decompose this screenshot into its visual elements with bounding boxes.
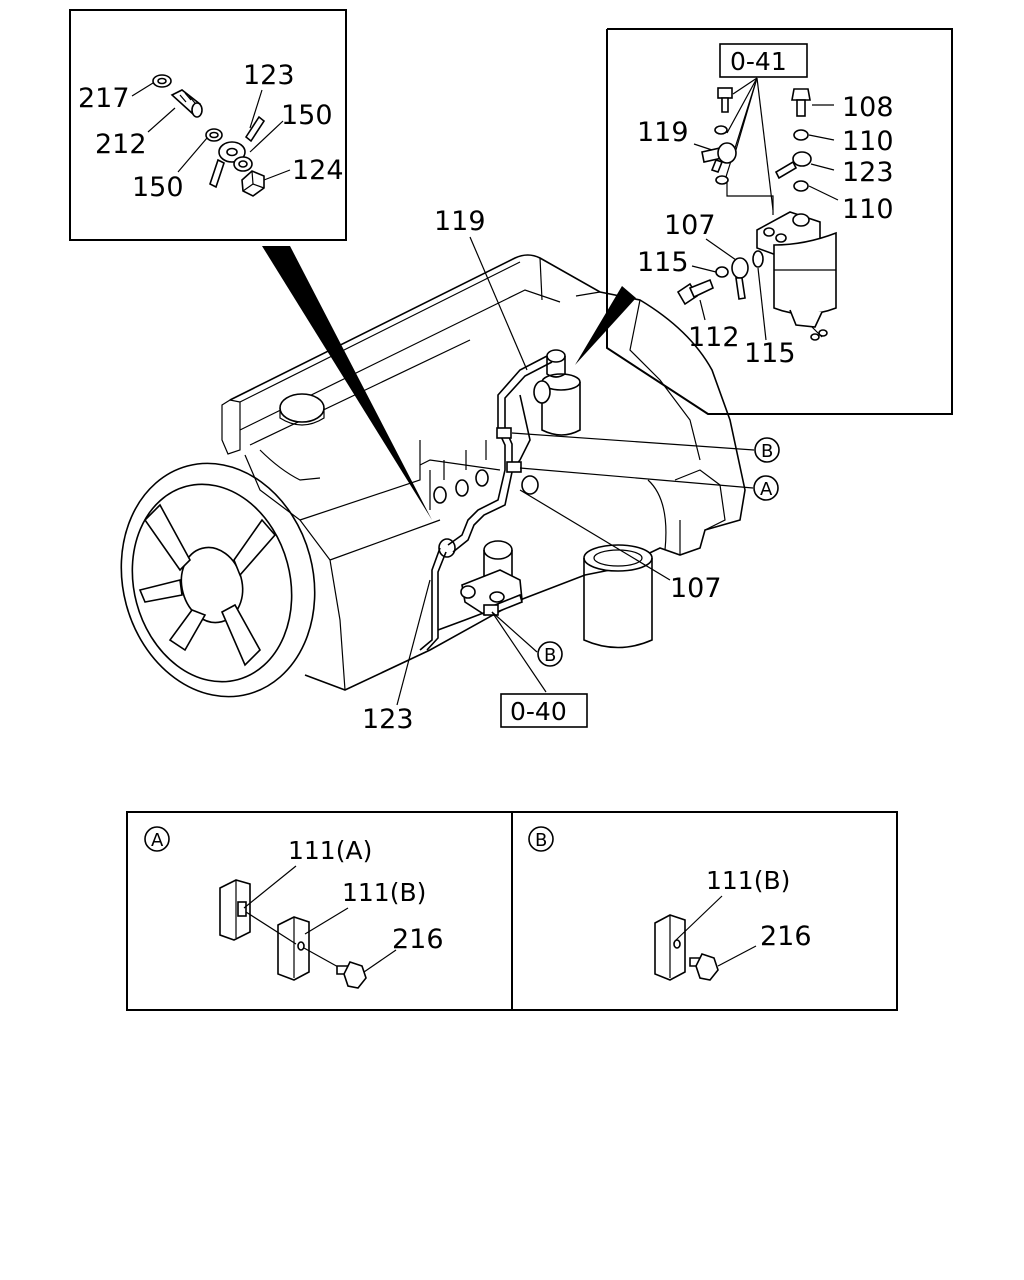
washer-small-b (715, 175, 729, 185)
bolt-108 (791, 88, 811, 117)
clip-a-main (506, 461, 522, 473)
bolt-216-b (689, 953, 719, 981)
washer-115-b (752, 250, 764, 268)
detail-b-frame (511, 811, 898, 1011)
ref-0-40: 0-40 (510, 697, 567, 726)
label-123-main: 123 (362, 704, 414, 735)
detail-a-marker: A (151, 830, 164, 851)
ref-box-0-41 (719, 43, 808, 78)
cap-nut-124 (241, 170, 265, 197)
label-110-a: 110 (842, 126, 894, 157)
label-212: 212 (95, 129, 147, 160)
label-110-b: 110 (842, 194, 894, 225)
washer-150-b (233, 156, 253, 172)
inset-top-right: 0-41 (575, 28, 953, 415)
label-107-inset: 107 (664, 210, 716, 241)
inset-top-left: 217 212 123 150 150 124 (69, 9, 432, 520)
label-111a: 111(A) (288, 836, 372, 865)
label-111b-b: 111(B) (706, 866, 790, 895)
bolt-small (717, 87, 733, 113)
oil-filler-cap (279, 393, 325, 423)
label-107-main: 107 (670, 573, 722, 604)
inset-top-left-pointer (262, 246, 432, 520)
svg-text:A: A (760, 479, 773, 500)
label-217: 217 (78, 83, 130, 114)
clip-111b (277, 916, 310, 981)
washer-110-a (793, 129, 809, 141)
label-150-left: 150 (132, 172, 184, 203)
fuel-pipe-119 (447, 355, 548, 546)
label-108: 108 (842, 92, 894, 123)
label-216-b: 216 (760, 921, 812, 952)
label-115-b: 115 (744, 338, 796, 369)
bolt-112 (676, 278, 715, 306)
banjo-119 (701, 142, 737, 173)
bolt-216-a (336, 961, 367, 989)
connector-bolt-212 (170, 89, 203, 118)
marker-a: A (753, 475, 779, 501)
label-115-a: 115 (637, 247, 689, 278)
clip-b-main (496, 427, 512, 439)
banjo-107 (731, 257, 749, 300)
oil-filter-cartridge (583, 544, 653, 649)
eye-fitting-123-inset (774, 151, 812, 180)
clip-111b-detail (654, 914, 686, 981)
label-216-a: 216 (392, 924, 444, 955)
inset-top-left-frame (69, 9, 347, 241)
label-123: 123 (243, 60, 295, 91)
ref-0-41: 0-41 (730, 47, 787, 76)
ref-box-0-40 (500, 693, 588, 728)
clip-b-lower (483, 604, 499, 616)
inset-top-right-pointer (575, 286, 636, 365)
clip-111a (219, 879, 251, 941)
label-112: 112 (688, 322, 740, 353)
fuel-filter-assembly (756, 211, 837, 341)
label-123-inset: 123 (842, 157, 894, 188)
engine-block-outline (229, 254, 746, 691)
svg-text:B: B (761, 441, 773, 462)
label-150-right: 150 (281, 100, 333, 131)
marker-b-lower: B (537, 641, 563, 667)
inset-top-right-frame (606, 28, 953, 415)
fuel-filter-main (533, 349, 581, 436)
label-111b-a: 111(B) (342, 878, 426, 907)
detail-b-marker: B (535, 830, 547, 851)
svg-text:B: B (544, 645, 556, 666)
washer-small-a (714, 125, 728, 135)
engine-main-view: B A B 0-40 119 107 123 (120, 206, 780, 735)
washer-217 (152, 74, 172, 88)
eye-fitting-123 (209, 115, 266, 189)
detail-a: A 111(A) 111(B) 216 (126, 811, 513, 1011)
label-119-main: 119 (434, 206, 486, 237)
fuel-pipe-123 (419, 547, 441, 651)
washer-110-b (793, 180, 809, 192)
marker-b-upper: B (754, 437, 780, 463)
label-119-inset: 119 (637, 117, 689, 148)
detail-b: B 111(B) 216 (511, 811, 898, 1011)
washer-150-a (205, 128, 223, 142)
label-124: 124 (292, 155, 344, 186)
fan-pulley (120, 462, 316, 698)
washer-115-a (715, 266, 729, 278)
